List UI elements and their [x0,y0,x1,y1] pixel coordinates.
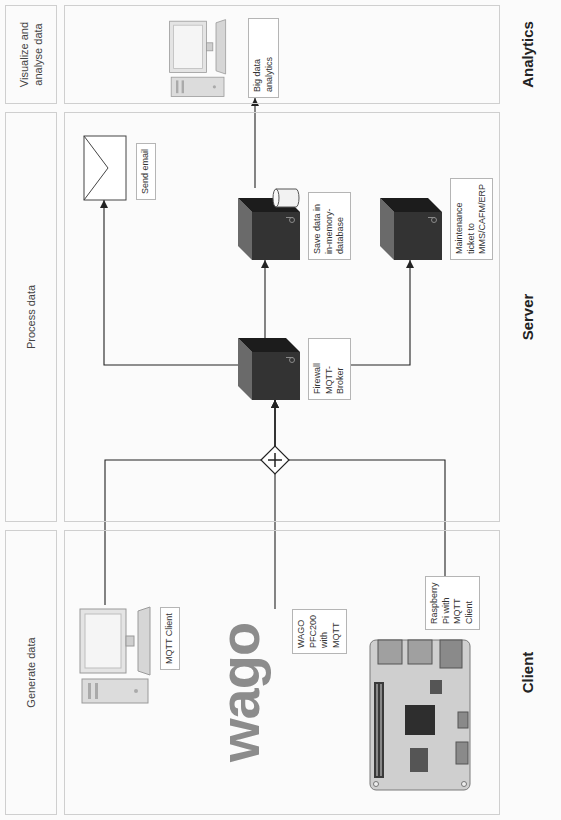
email-envelope [84,136,126,200]
component-node: Maintenance ticket to MMS/CAFM/ERP [380,178,493,260]
flow-arrow [351,260,410,365]
label-text: Save data in in-memory- database [312,198,347,254]
label-box: Save data in in-memory- database [308,192,351,260]
column-header: Process data [5,112,57,522]
label-text: WAGO PFC200 with MQTT [296,615,343,648]
column-panel: AnalyticsBig data analytics [64,5,500,104]
column-label-text: Analytics [519,6,536,103]
label-text: Firewall MQTT-Broker [312,344,347,394]
label-text: MQTT Client [164,613,176,664]
label-text: Maintenance ticket to MMS/CAFM/ERP [454,184,489,254]
label-box: Big data analytics [248,18,279,98]
component-node: wago WAGO PFC200 with MQTT [212,609,347,762]
column-label-text: Server [519,113,536,521]
header-text: Process data [24,285,38,349]
column-panel: ClientMQTT ClientwagoWAGO PFC200 with MQ… [64,530,500,815]
brand-logo: wago [212,623,268,762]
component-node: Firewall MQTT-Broker [238,338,351,400]
component-node: Big data analytics [168,18,279,98]
header-text: Generate data [24,637,38,707]
flow-arrow [105,400,275,605]
component-node: MQTT Client [78,605,191,705]
merge-gateway [261,446,289,474]
desktop-computer [170,20,226,97]
label-text: Raspberry Pi with MQTT Client [429,582,476,624]
column-header: Visualize and analyse data [5,5,57,104]
column-label: Client [519,531,536,814]
component-node: Raspberry Pi with MQTT Client [370,576,480,790]
label-box: Raspberry Pi with MQTT Client [425,576,480,630]
flow-arrow [275,400,445,576]
column-label: Analytics [519,6,536,103]
column-panel: ServerFirewall MQTT-BrokerSend emailSave… [64,112,500,522]
label-box: MQTT Client [160,607,180,670]
server-cube [380,198,442,260]
label-box: Send email [136,143,156,200]
server-cube [238,338,300,400]
label-text: Big data analytics [252,24,275,92]
flow-arrow [104,200,238,365]
column-label-text: Client [519,531,536,814]
column-label: Server [519,113,536,521]
label-text: Send email [140,149,152,194]
component-node: Send email [82,136,167,200]
logo-text: wago [212,623,268,762]
header-text: Visualize and analyse data [17,12,46,97]
database-cylinder [273,189,299,207]
label-box: Maintenance ticket to MMS/CAFM/ERP [450,178,493,260]
desktop-computer [80,607,150,703]
raspberry-pi-board [370,640,470,790]
label-box: WAGO PFC200 with MQTT [292,609,347,654]
column-header: Generate data [5,530,57,815]
component-node: Save data in in-memory- database [238,188,374,260]
label-box: Firewall MQTT-Broker [308,338,351,400]
flow-arrow [264,260,265,338]
gateway-plus [268,459,282,461]
